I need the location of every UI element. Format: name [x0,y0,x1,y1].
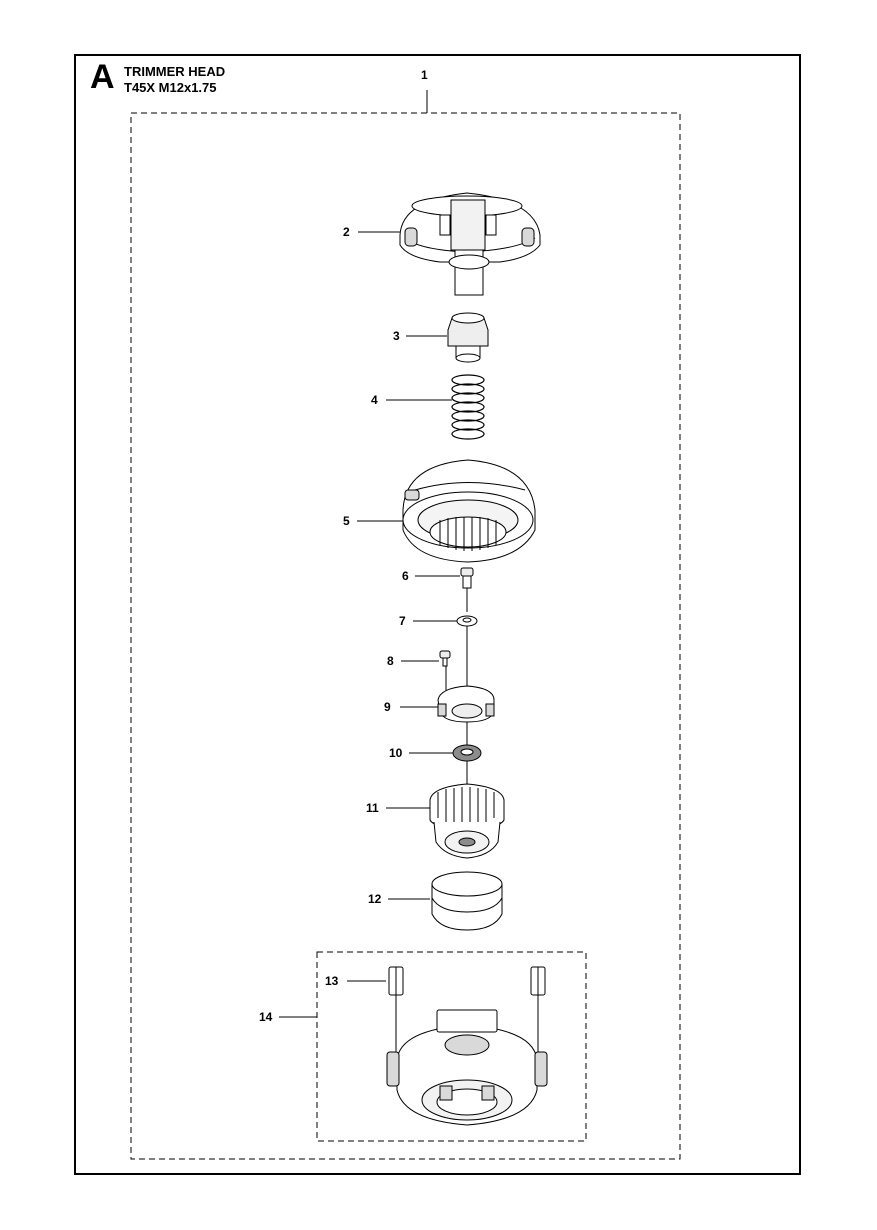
part-10-bearing [452,744,482,762]
section-letter: A [90,58,115,96]
part-4-spring [451,374,485,440]
part-2-cover [399,192,541,296]
page-frame [74,54,801,1175]
callout-12: 12 [368,892,382,906]
part-12-cup [431,871,503,931]
callout-1: 1 [421,68,428,82]
callout-labels: 1 2 3 4 5 6 7 8 9 10 11 12 13 14 [259,68,428,1024]
assembly-14-boundary [316,951,587,1142]
part-13-eyelets [388,966,546,996]
part-11-knob [429,783,505,859]
part-9-retainer [437,685,495,723]
diagram-title: TRIMMER HEAD [124,64,226,79]
callout-14: 14 [259,1010,273,1024]
callout-10: 10 [389,746,403,760]
part-3-nut [447,312,489,363]
callout-13: 13 [325,974,339,988]
callout-9: 9 [384,700,391,714]
callout-5: 5 [343,514,350,528]
leader-lines [279,90,460,1018]
part-7-washer [456,615,478,627]
part-8-screw [439,650,451,667]
callout-4: 4 [371,393,378,407]
assembly-axis [395,582,539,1060]
callout-7: 7 [399,614,406,628]
callout-8: 8 [387,654,394,668]
callout-6: 6 [402,569,409,583]
callout-2: 2 [343,225,350,239]
part-6-screw [460,567,474,589]
part-5-spool [402,459,536,563]
diagram-subtitle: T45X M12x1.75 [124,80,217,95]
part-14-housing [386,1009,548,1126]
assembly-1-boundary [130,112,681,1160]
callout-11: 11 [366,801,379,815]
callout-3: 3 [393,329,400,343]
